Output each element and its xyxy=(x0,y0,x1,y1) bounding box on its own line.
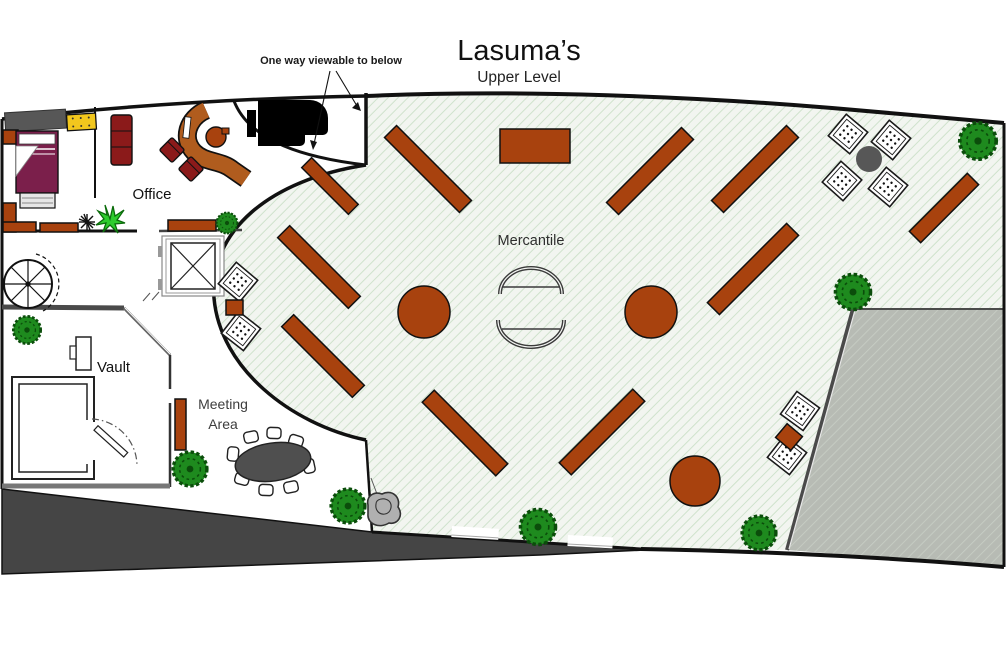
annotation-arrow xyxy=(313,70,331,145)
entrance-gap xyxy=(451,526,499,540)
display-shelf xyxy=(710,124,800,214)
spiral-staircase xyxy=(3,253,60,312)
corridor-shelf xyxy=(39,222,79,233)
desk-monitor xyxy=(182,116,192,139)
corridor xyxy=(2,202,239,312)
meeting-area-label-1: Meeting xyxy=(198,396,248,412)
vault-door-leaf xyxy=(93,424,129,458)
annotation-arrowhead xyxy=(310,140,317,150)
bed-bench xyxy=(19,192,56,209)
display-shelf xyxy=(421,389,509,477)
display-shelf xyxy=(558,388,646,476)
annotation-arrowhead xyxy=(352,102,361,111)
small-display-box xyxy=(774,422,804,452)
vault-door-swing xyxy=(91,418,138,467)
office-desk xyxy=(177,101,252,187)
office-armchair xyxy=(159,137,185,163)
one-way-annotation: One way viewable to below xyxy=(260,55,402,150)
round-display-table xyxy=(669,455,721,507)
dresser xyxy=(65,112,98,132)
display-shelf xyxy=(280,313,366,399)
office-sofa xyxy=(110,114,133,166)
boulder xyxy=(366,491,402,527)
bedroom xyxy=(2,108,98,209)
exterior-area xyxy=(1,488,646,575)
corridor-bench xyxy=(2,202,37,233)
entrance-gap xyxy=(567,535,613,549)
vault-door-icon xyxy=(69,336,92,371)
meeting-chair xyxy=(258,483,274,497)
bottom-right-wall xyxy=(640,547,1005,569)
bush-icon xyxy=(833,272,873,312)
mercantile-floor xyxy=(213,93,1005,567)
desk-chair xyxy=(205,126,230,148)
office-armchair xyxy=(178,156,204,182)
display-shelf xyxy=(706,222,800,316)
piano-bench xyxy=(247,110,256,137)
mercantile-top-wall xyxy=(365,91,1005,125)
office-label: Office xyxy=(133,186,172,203)
terrace-edge-inner xyxy=(788,309,856,550)
display-shelf xyxy=(300,156,360,216)
bush-icon xyxy=(11,314,43,346)
bush-icon xyxy=(740,514,778,552)
annotation-arrow xyxy=(335,70,358,107)
bush-icon xyxy=(329,487,367,525)
spiky-plant-icon xyxy=(78,213,96,231)
bush-icon xyxy=(957,120,999,162)
grand-piano xyxy=(247,100,328,146)
corridor-shelf xyxy=(167,219,217,232)
elevator xyxy=(158,235,225,297)
display-shelf xyxy=(276,224,362,310)
meeting-area: Meeting Area xyxy=(171,396,402,527)
door-swing-marks xyxy=(142,291,160,302)
wardrobe xyxy=(3,108,68,133)
round-stool xyxy=(856,146,882,172)
one-way-note: One way viewable to below xyxy=(260,55,402,67)
meeting-chair xyxy=(282,479,300,495)
page-title: Lasuma’s xyxy=(457,35,581,67)
bed xyxy=(15,130,59,209)
terrace-edge xyxy=(785,308,855,551)
mercantile-arc-wall xyxy=(212,163,367,442)
meeting-chair xyxy=(266,426,282,440)
terrace-area xyxy=(787,309,1004,567)
plant-icon xyxy=(95,204,126,234)
bush-icon xyxy=(518,507,558,547)
bush-icon xyxy=(171,450,209,488)
bush-icon xyxy=(215,211,239,235)
meeting-table xyxy=(234,441,312,483)
round-display-table xyxy=(397,285,451,339)
vault-room: Vault xyxy=(11,314,138,480)
mercantile-label: Mercantile xyxy=(498,233,565,249)
corridor-diagonal-wall-inner xyxy=(124,307,171,355)
round-display-table xyxy=(624,285,678,339)
circular-rack xyxy=(496,266,566,349)
display-shelf xyxy=(383,124,473,214)
office-room: Office xyxy=(110,101,252,203)
vault-label: Vault xyxy=(97,359,131,376)
vault-wall-door-gap xyxy=(166,389,174,403)
meeting-area-label-2: Area xyxy=(208,416,238,432)
meeting-shelf xyxy=(174,398,187,451)
display-counter xyxy=(499,128,571,164)
small-display-box xyxy=(225,299,244,316)
display-shelf xyxy=(908,172,980,244)
corridor-diagonal-wall xyxy=(122,306,172,357)
vault-safe xyxy=(11,376,138,480)
page-subtitle: Upper Level xyxy=(477,69,561,86)
display-shelf xyxy=(605,126,695,216)
mercantile-room: Mercantile xyxy=(217,113,999,552)
meeting-chair xyxy=(242,429,260,445)
